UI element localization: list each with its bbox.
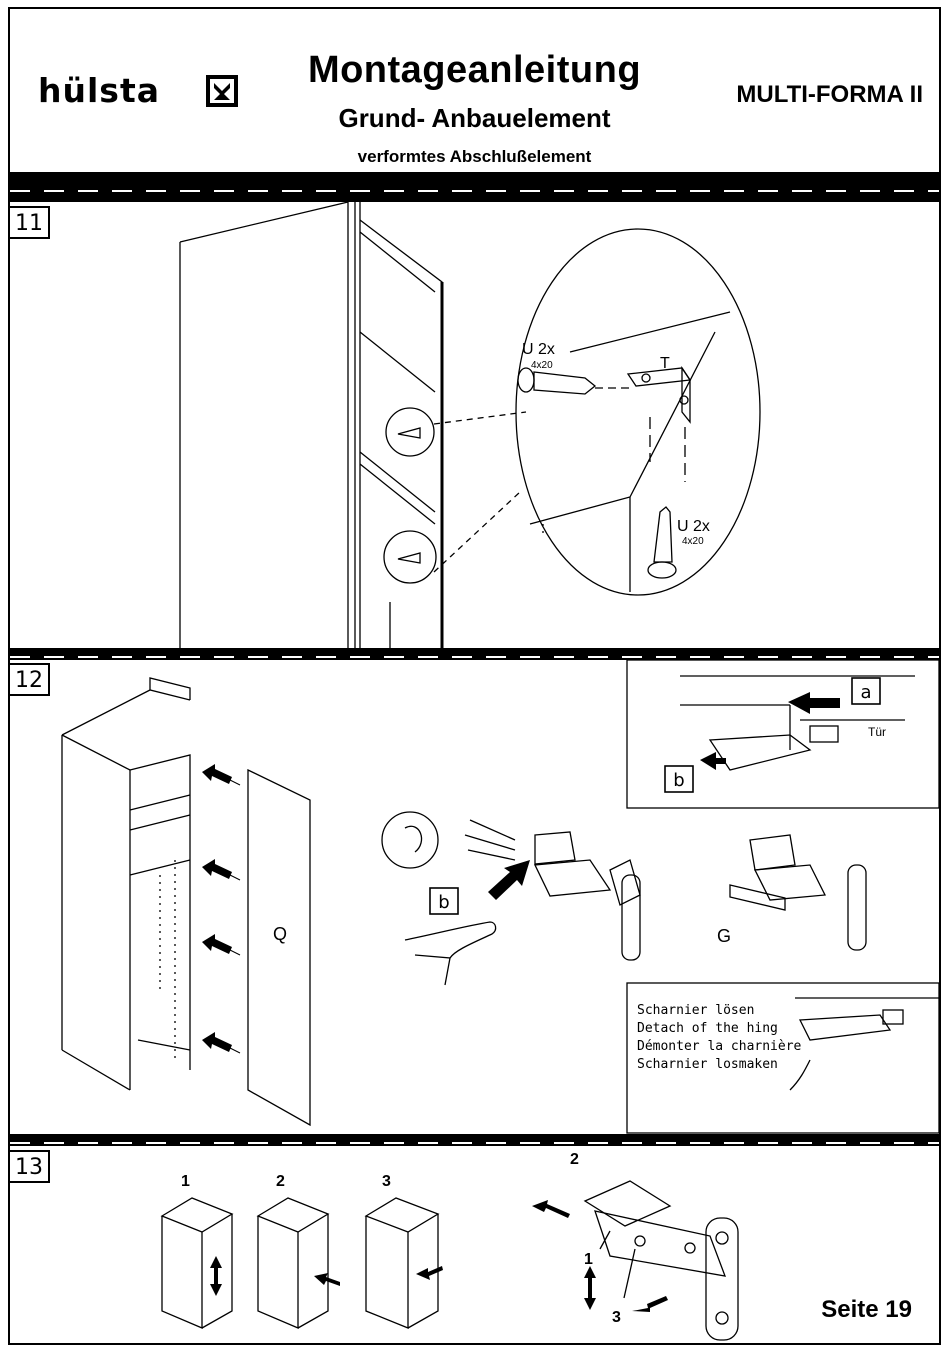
divider-dashes <box>10 190 939 192</box>
section-divider <box>10 172 939 202</box>
variant-label-3: 3 <box>382 1173 391 1190</box>
screw-size-bottom: 4x20 <box>682 536 704 547</box>
product-name: MULTI-FORMA II <box>736 81 923 109</box>
press-label-b: b <box>438 892 449 913</box>
door-label: Q <box>273 924 287 944</box>
inset-label-a: a <box>860 682 871 703</box>
divider-dashes <box>10 1142 939 1144</box>
adjust-label-2: 2 <box>570 1151 579 1168</box>
section-divider <box>10 648 939 660</box>
door-inset-label: Tür <box>868 725 886 739</box>
adjust-label-3: 3 <box>612 1309 621 1326</box>
variant-label-2: 2 <box>276 1173 285 1190</box>
screw-size-top: 4x20 <box>531 360 553 371</box>
page-subsubtitle: verformtes Abschlußelement <box>10 147 939 167</box>
divider-dashes <box>10 656 939 658</box>
header: hülsta Montageanleitung Grund- Anbauelem… <box>10 9 939 172</box>
release-caption-de: Scharnier lösen <box>637 1003 754 1018</box>
step-12-illustration: Q G Tür a b b Scharnier lösen Detach of … <box>10 660 939 1134</box>
release-caption-fr: Démonter la charnière <box>637 1039 802 1054</box>
release-caption-en: Detach of the hing <box>637 1021 778 1036</box>
inset-label-b: b <box>673 770 684 791</box>
bracket-label: T <box>660 355 670 372</box>
variant-label-1: 1 <box>181 1173 190 1190</box>
step-13-illustration: 1 2 3 2 1 3 <box>10 1146 939 1341</box>
section-divider <box>10 1134 939 1146</box>
page-number: Seite 19 <box>821 1296 912 1324</box>
adjust-label-1: 1 <box>584 1251 593 1268</box>
clip-label: G <box>717 926 731 946</box>
release-caption-nl: Scharnier losmaken <box>637 1057 778 1072</box>
screw-label-bottom: U 2x <box>677 518 710 535</box>
step-11-illustration: U 2x 4x20 T U 2x 4x20 <box>10 202 939 648</box>
screw-label-top: U 2x <box>522 341 555 358</box>
